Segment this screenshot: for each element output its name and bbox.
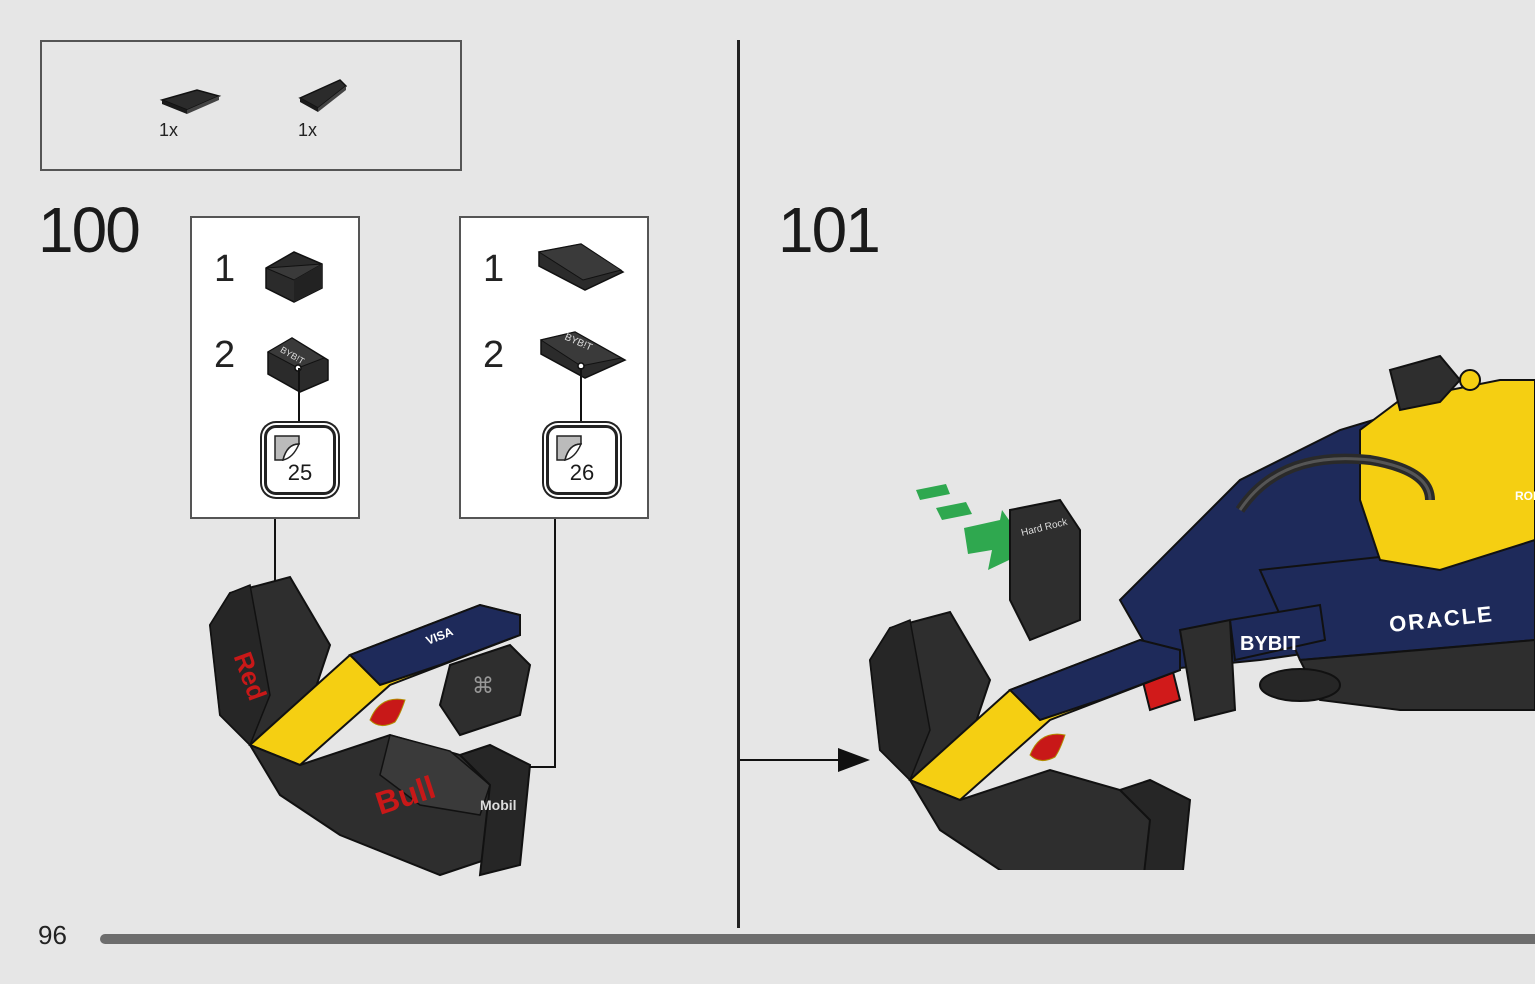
sticker-leader-line [298,368,300,423]
step-divider [737,40,740,928]
part-quantity: 1x [159,120,179,140]
sticker-peel-icon [274,435,301,461]
step-number: 101 [778,194,881,266]
wedge-tile-left-icon [159,89,222,114]
sticker-number: 26 [569,460,595,485]
roki-decal: ROKI [1515,489,1535,503]
page-number: 96 [38,920,67,950]
sticker-callout: 26 [546,425,618,495]
bybit-decal: BYBIT [1240,633,1300,655]
motion-indicator-icon [916,484,950,500]
wedge-tile-right-icon [298,79,348,112]
sticker-callout: 25 [264,425,336,495]
parts-list-box: 1x 1x [40,40,462,171]
sticker-number: 25 [287,460,313,485]
part-quantity: 1x [298,120,318,140]
wedge-tile-icon [537,243,625,291]
step-number: 100 [38,194,141,266]
progress-bar [100,934,1535,944]
sticker-peel-icon [556,435,583,461]
mobil-decal: Mobil [480,797,517,813]
sub-assembly-box-right: 1 2 BYB!T 26 [459,216,649,519]
arrow-right-icon [838,748,870,772]
sub-assembly-box-left: 1 2 BYB!T 25 [190,216,360,519]
decorated-wedge-tile-icon: BYB!T [539,331,627,379]
sub-step-label: 1 [483,248,505,290]
sub-step-label: 2 [483,334,505,376]
sub-step-label: 2 [214,334,236,376]
sticker-leader-line [580,368,582,423]
svg-text:⌘: ⌘ [472,673,494,698]
slope-brick-icon [265,251,323,303]
front-wing-assembly-illustration: Red VISA Bull Mobil ⌘ [208,519,556,877]
sub-step-label: 1 [214,248,236,290]
car-assembly-illustration: ORACLE ROKI Hard Rock BYBIT [740,354,1535,870]
